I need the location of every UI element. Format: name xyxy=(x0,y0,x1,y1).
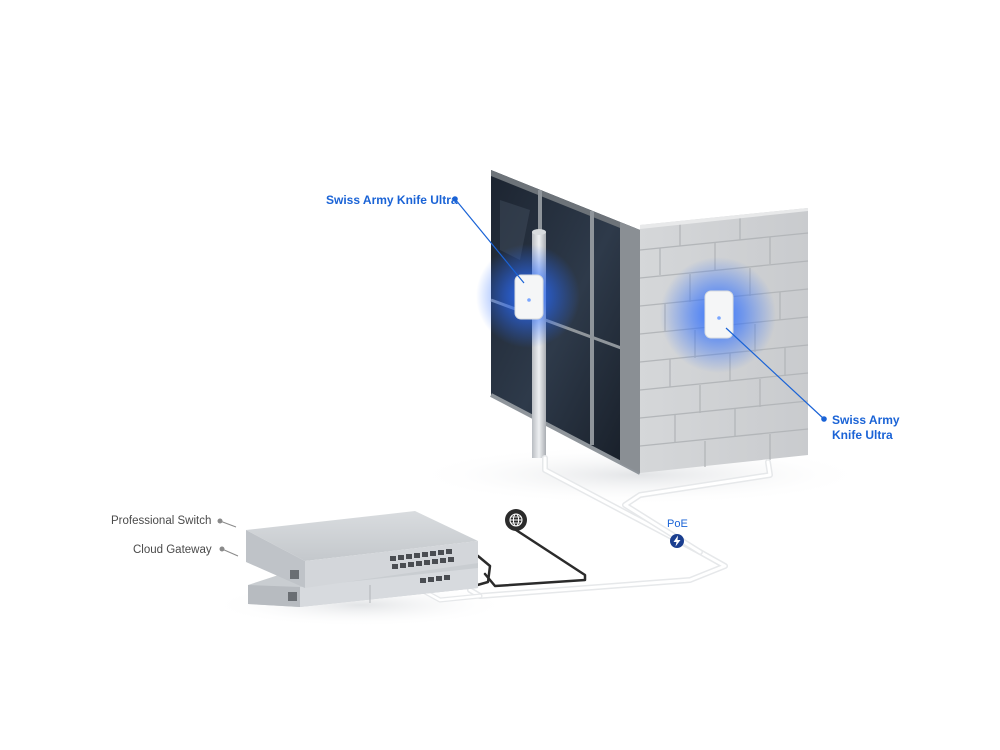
internet-cable xyxy=(472,528,587,588)
access-point-pole xyxy=(514,274,544,320)
access-point-label-top: Swiss Army Knife Ultra xyxy=(326,193,458,207)
access-point-label-right: Swiss Army Knife Ultra xyxy=(832,413,900,443)
professional-switch-label: Professional Switch xyxy=(111,515,212,527)
switch-display xyxy=(290,570,299,579)
poe-label: PoE xyxy=(667,518,688,530)
gateway-display xyxy=(288,592,297,601)
lightning-bolt-icon xyxy=(670,534,684,548)
cloud-gateway-label: Cloud Gateway xyxy=(133,544,212,556)
access-point-label-right-line1: Swiss Army xyxy=(832,413,900,427)
access-point-wall xyxy=(704,290,734,339)
callout-lines xyxy=(217,196,827,557)
access-point-label-right-line2: Knife Ultra xyxy=(832,428,893,442)
switch-stack xyxy=(246,511,478,607)
globe-icon xyxy=(505,509,527,531)
